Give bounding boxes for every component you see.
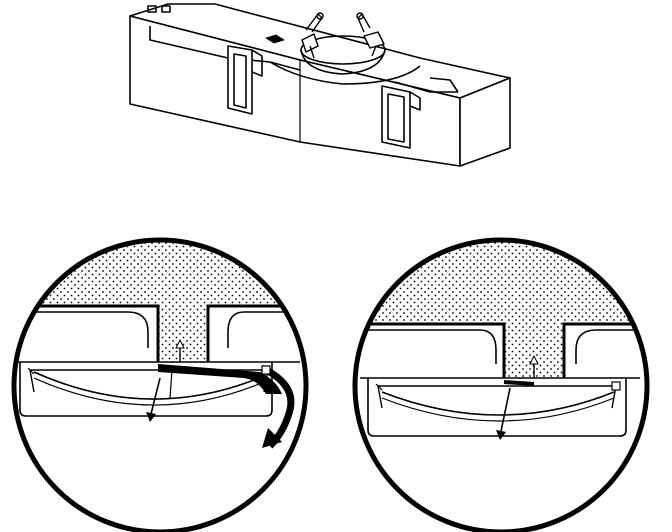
right-clip [356, 12, 385, 57]
diaphragm-right [381, 391, 615, 416]
detail-right-border [352, 237, 650, 532]
tray-left [19, 362, 273, 417]
left-slot [227, 45, 253, 115]
diaphragm-left [33, 371, 265, 400]
detail-left-border [11, 237, 309, 532]
tray-right [367, 378, 627, 437]
right-slot [381, 85, 411, 149]
flow-band [158, 364, 282, 394]
flow-arrow [260, 364, 295, 449]
detail-left [11, 237, 309, 532]
stipple-region-left [14, 240, 306, 306]
left-clip [301, 12, 324, 59]
overview-block [129, 3, 511, 167]
detail-right [352, 237, 650, 532]
block-end-face [459, 77, 511, 167]
stipple-region-right [355, 240, 647, 324]
